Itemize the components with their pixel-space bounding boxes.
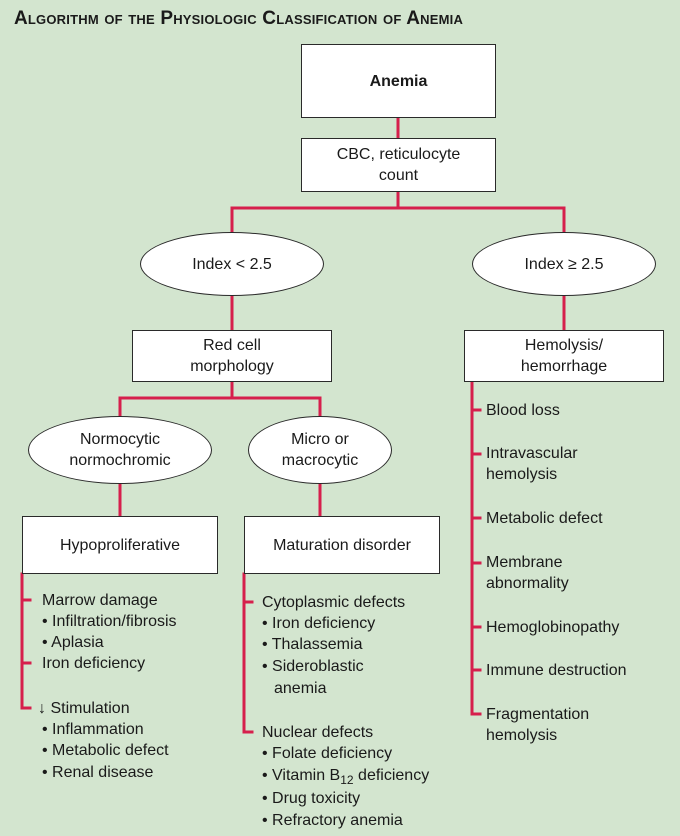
hypo-renal-disease: • Renal disease bbox=[42, 764, 154, 781]
hem-fragmentation-line2: hemolysis bbox=[486, 727, 558, 744]
hem-intravascular-line2: hemolysis bbox=[486, 466, 558, 483]
anemia-box: Anemia bbox=[301, 44, 496, 118]
hemolysis-label-line1: Hemolysis/ bbox=[524, 337, 604, 354]
hypoproliferative-box: Hypoproliferative bbox=[22, 516, 218, 574]
cbc-box: CBC, reticulocyte count bbox=[301, 138, 496, 192]
normocytic-label-line2: normochromic bbox=[69, 452, 171, 469]
mat-iron-deficiency: • Iron deficiency bbox=[262, 615, 376, 632]
mat-folate-deficiency: • Folate deficiency bbox=[262, 745, 393, 762]
mat-nuclear-defects: Nuclear defects bbox=[262, 724, 374, 741]
diagram-title: Algorithm of the Physiologic Classificat… bbox=[14, 8, 464, 29]
hem-fragmentation-line1: Fragmentation bbox=[486, 706, 590, 723]
mat-thalassemia: • Thalassemia bbox=[262, 636, 363, 653]
mat-vitamin-b12-suffix: deficiency bbox=[353, 767, 430, 784]
connector-hemolysis-list bbox=[470, 380, 482, 716]
hypo-stimulation-item: ↓ Stimulation bbox=[38, 698, 130, 719]
index-low-label: Index < 2.5 bbox=[192, 255, 272, 273]
hemolysis-label-line2: hemorrhage bbox=[520, 358, 608, 375]
hypo-stimulation: Stimulation bbox=[50, 700, 130, 717]
cbc-label-line2: count bbox=[378, 167, 419, 184]
normocytic-label-line1: Normocytic bbox=[79, 431, 160, 448]
hem-metabolic-defect: Metabolic defect bbox=[486, 510, 603, 527]
connector-redcell-split bbox=[118, 380, 322, 418]
mat-vitamin-b12-subscript: 12 bbox=[340, 773, 354, 788]
maturation-box: Maturation disorder bbox=[244, 516, 440, 574]
hypo-marrow-damage: Marrow damage bbox=[42, 592, 158, 609]
normocytic-oval: Normocytic normochromic bbox=[28, 416, 212, 484]
hypo-inflammation: • Inflammation bbox=[42, 721, 144, 738]
index-high-label: Index ≥ 2.5 bbox=[524, 255, 604, 273]
mat-drug-toxicity: • Drug toxicity bbox=[262, 790, 361, 807]
hem-blood-loss: Blood loss bbox=[486, 402, 560, 419]
connector-cbc-split bbox=[230, 190, 566, 234]
connector-hypo-list bbox=[20, 572, 32, 710]
hemolysis-box: Hemolysis/ hemorrhage bbox=[464, 330, 664, 382]
index-low-oval: Index < 2.5 bbox=[140, 232, 324, 296]
anemia-label: Anemia bbox=[369, 72, 428, 90]
hem-immune-destruction: Immune destruction bbox=[486, 662, 627, 679]
maturation-label: Maturation disorder bbox=[273, 536, 411, 554]
hem-membrane-line1: Membrane bbox=[486, 554, 563, 571]
hem-hemoglobinopathy: Hemoglobinopathy bbox=[486, 619, 620, 636]
hypo-infiltration: • Infiltration/fibrosis bbox=[42, 613, 177, 630]
hypo-aplasia: • Aplasia bbox=[42, 634, 104, 651]
cbc-label-line1: CBC, reticulocyte bbox=[336, 146, 461, 163]
hypoproliferative-label: Hypoproliferative bbox=[59, 536, 181, 554]
mat-sideroblastic-line1: • Sideroblastic bbox=[262, 658, 364, 675]
mat-vitamin-b12-prefix: • Vitamin B bbox=[262, 767, 341, 784]
down-arrow-icon: ↓ bbox=[38, 700, 46, 717]
red-cell-box: Red cell morphology bbox=[132, 330, 332, 382]
micro-macro-label-line1: Micro or bbox=[291, 431, 349, 448]
hypo-iron-deficiency: Iron deficiency bbox=[42, 655, 146, 672]
hem-membrane-line2: abnormality bbox=[486, 575, 569, 592]
micro-macro-label-line2: macrocytic bbox=[281, 452, 359, 469]
hem-intravascular-line1: Intravascular bbox=[486, 445, 578, 462]
mat-vitamin-b12: • Vitamin B12 deficiency bbox=[262, 765, 429, 791]
index-high-oval: Index ≥ 2.5 bbox=[472, 232, 656, 296]
micro-macro-oval: Micro or macrocytic bbox=[248, 416, 392, 484]
hypo-metabolic-defect: • Metabolic defect bbox=[42, 742, 169, 759]
mat-refractory-anemia: • Refractory anemia bbox=[262, 812, 403, 829]
red-cell-label-line2: morphology bbox=[190, 358, 274, 375]
mat-cytoplasmic-defects: Cytoplasmic defects bbox=[262, 594, 406, 611]
connector-maturation-list bbox=[242, 572, 254, 734]
red-cell-label-line1: Red cell bbox=[203, 337, 261, 354]
mat-sideroblastic-line2: anemia bbox=[274, 680, 327, 697]
